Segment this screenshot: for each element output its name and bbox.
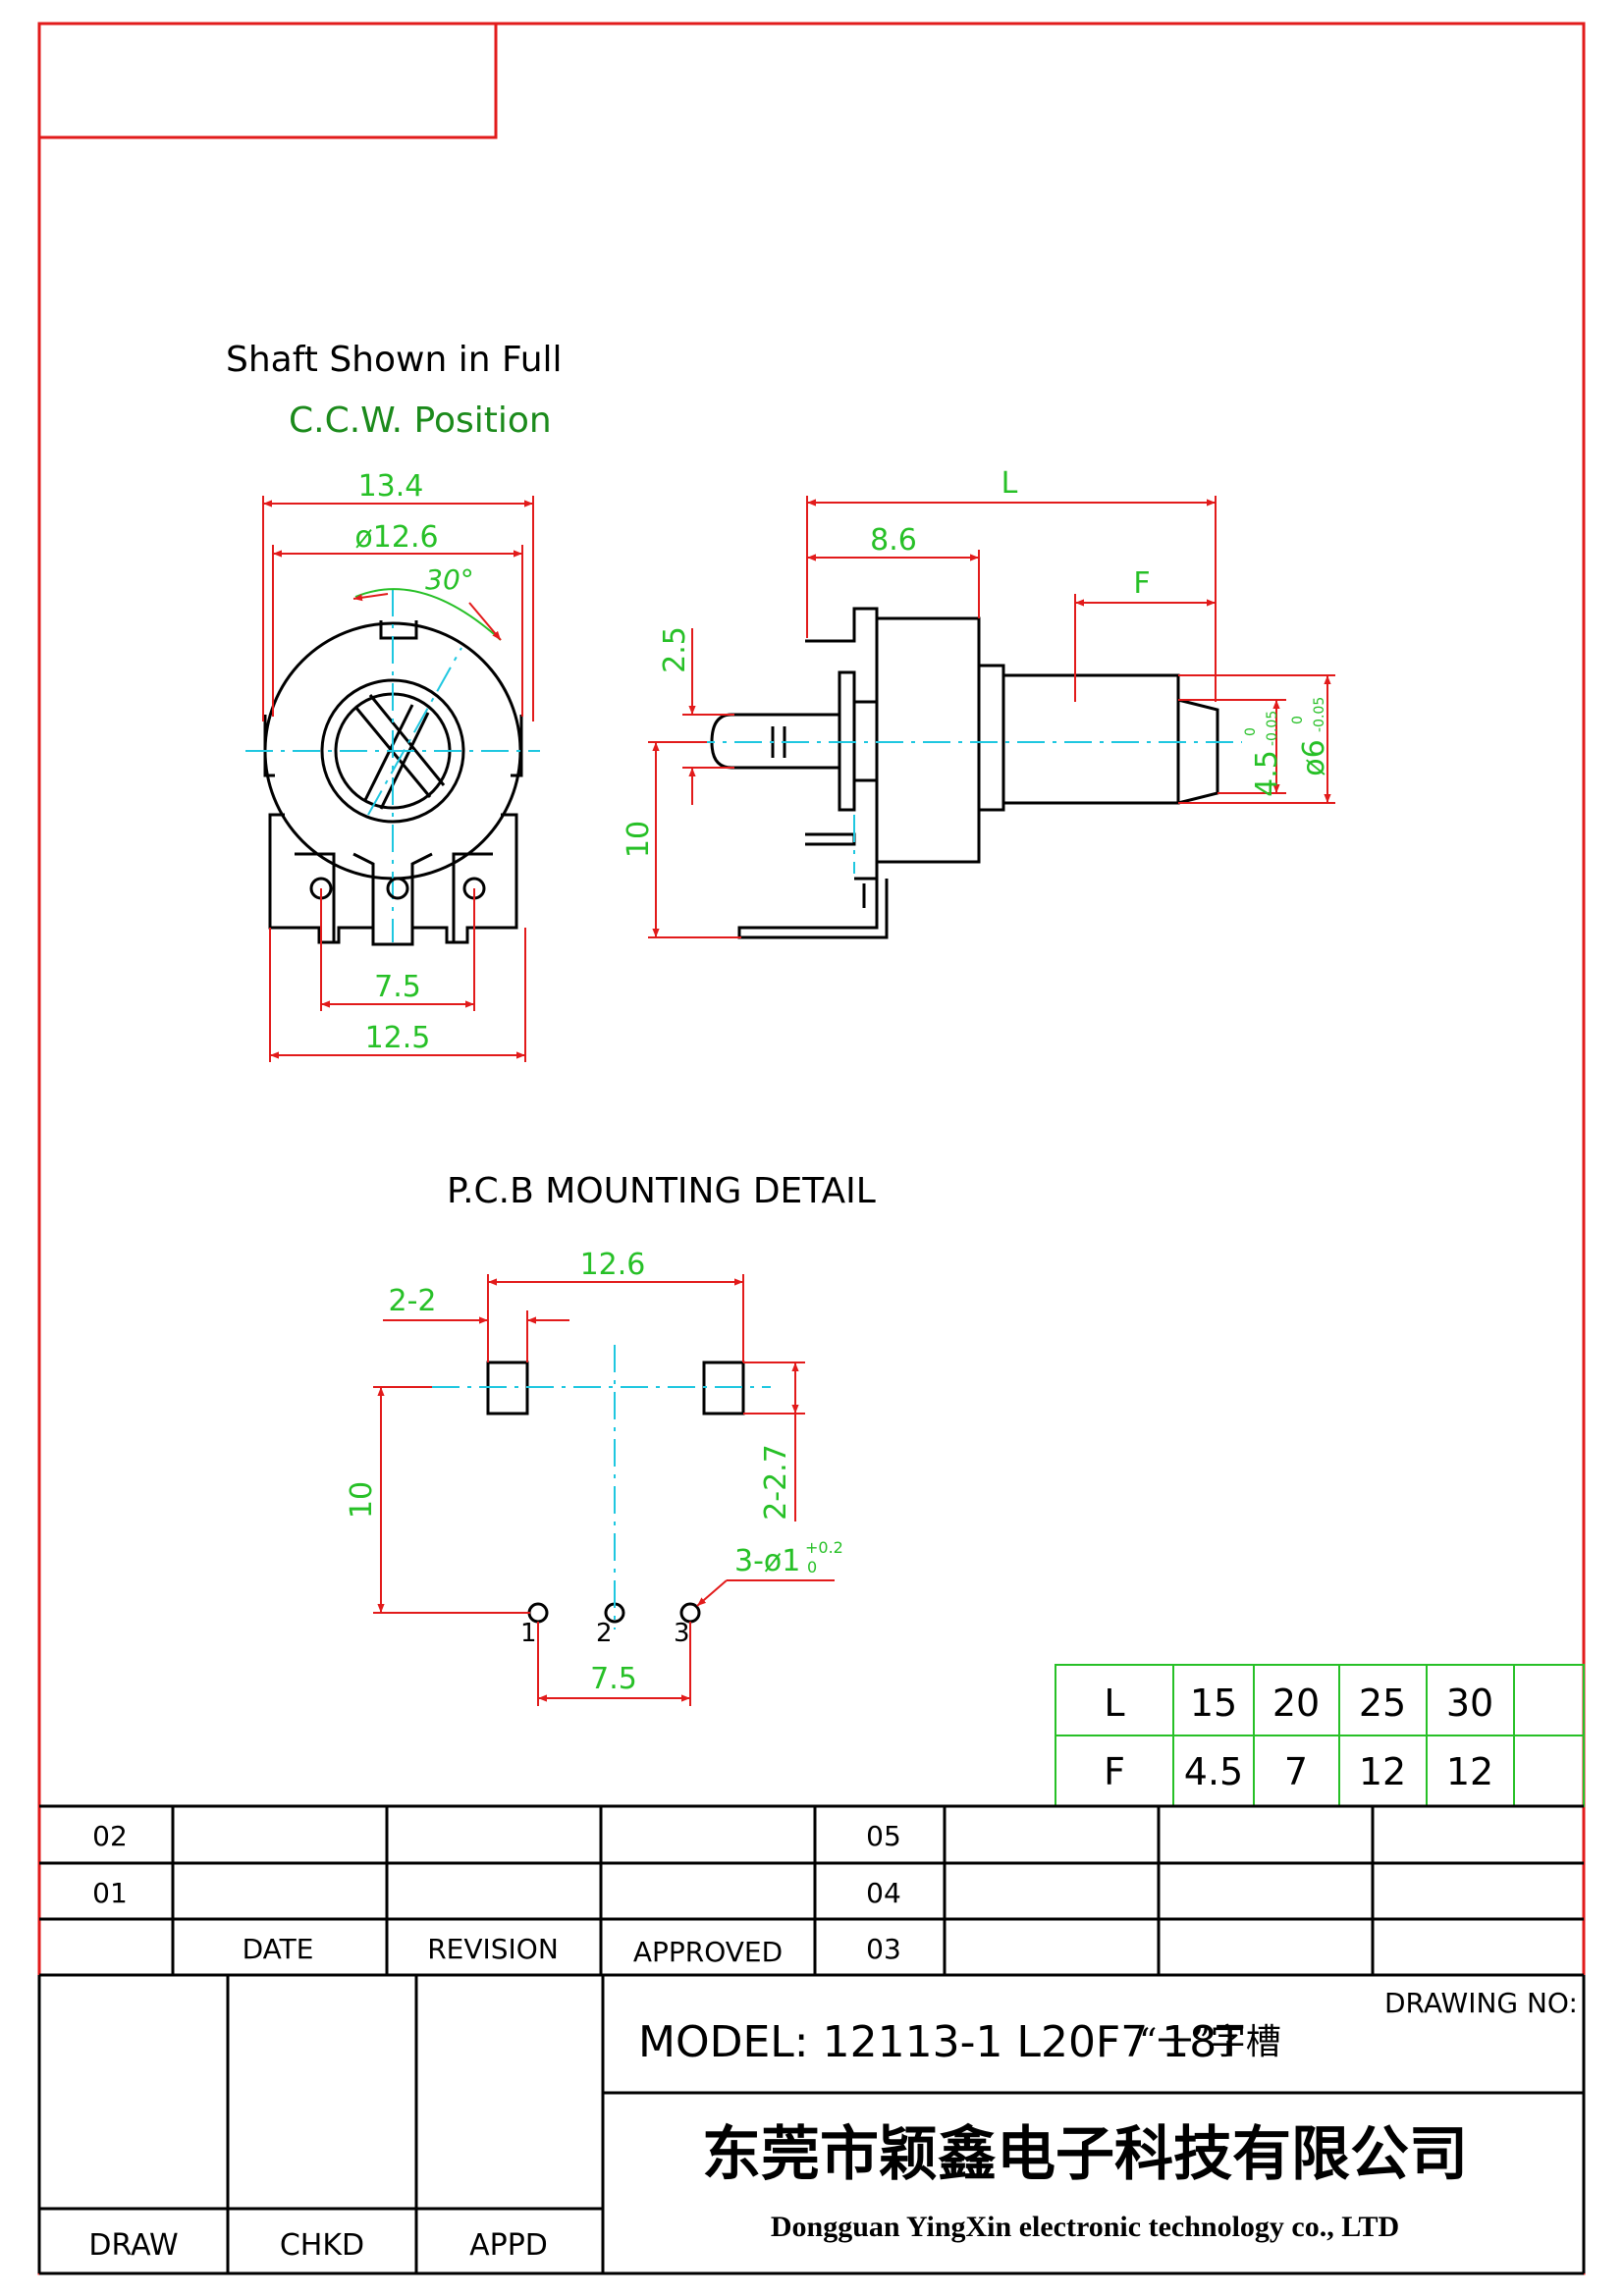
pcb-pin-2: 2	[596, 1619, 613, 1648]
lf-row-F-value-3: 12	[1359, 1750, 1406, 1793]
dim-front-diameter-label: ø12.6	[354, 520, 438, 555]
rev-row-01: 01	[92, 1877, 128, 1909]
sign-draw-label: DRAW	[88, 2228, 178, 2263]
dim-side-25: 2.5	[658, 626, 734, 805]
front-body-outline	[263, 620, 523, 946]
model-text: MODEL: 12113-1 L20F7 18T	[638, 2017, 1243, 2067]
pcb-title: P.C.B MOUNTING DETAIL	[447, 1171, 876, 1211]
dim-front-diameter: ø12.6	[272, 520, 523, 717]
front-centerlines	[245, 589, 540, 942]
front-view: Shaft Shown in Full C.C.W. Position	[226, 340, 563, 1062]
front-title-line2: C.C.W. Position	[289, 400, 552, 441]
rev-header-date: DATE	[243, 1933, 314, 1965]
dim-side-L-label: L	[1001, 466, 1018, 501]
dim-side-86: 8.6	[807, 523, 980, 618]
dim-pcb-holes-tol-lower: 0	[807, 1558, 817, 1576]
rev-header-revision: REVISION	[427, 1933, 559, 1965]
lf-row-F-label: F	[1104, 1750, 1125, 1793]
side-view: L 8.6 F 2.5 10	[622, 466, 1335, 939]
company-name-cn: 东莞市颖鑫电子科技有限公司	[702, 2120, 1468, 2189]
dim-side-10: 10	[622, 741, 741, 938]
dim-side-F-label: F	[1133, 566, 1150, 601]
lf-table: L 15 20 25 30 F 4.5 7 12 12	[1055, 1664, 1585, 1807]
pcb-pin-3: 3	[674, 1619, 690, 1648]
dim-side-45-label: 4.5	[1250, 750, 1284, 797]
title-block: MODEL: 12113-1 L20F7 18T “一”字槽 DRAWING N…	[37, 1975, 1586, 2275]
dim-pcb-10: 10	[345, 1386, 530, 1614]
dim-pcb-22: 2-2	[383, 1284, 569, 1362]
dim-pcb-126-label: 12.6	[580, 1248, 646, 1282]
dim-front-width-label: 13.4	[358, 469, 424, 504]
side-body-outline	[710, 607, 1219, 939]
dim-pcb-holes-label: 3-ø1	[734, 1544, 800, 1578]
dim-side-86-label: 8.6	[870, 523, 917, 558]
rev-header-approved: APPROVED	[633, 1936, 783, 1968]
drawing-no-label: DRAWING NO:	[1384, 1987, 1578, 2019]
dim-front-base: 12.5	[269, 928, 526, 1062]
front-pin-holes	[309, 877, 486, 900]
dim-pcb-75-label: 7.5	[590, 1662, 637, 1696]
company-name-en: Dongguan YingXin electronic technology c…	[771, 2211, 1399, 2243]
rev-row-04: 04	[866, 1877, 901, 1909]
rev-row-03: 03	[866, 1933, 901, 1965]
side-centerlines	[687, 741, 1242, 874]
dim-side-shaft: 4.5 0 -0.05 ø6 0 -0.05	[1178, 674, 1335, 804]
front-title-line1: Shaft Shown in Full	[226, 340, 563, 380]
dim-front-angle-label: 30°	[425, 563, 474, 596]
sign-chkd-label: CHKD	[280, 2228, 364, 2263]
pcb-pin-1: 1	[520, 1619, 537, 1648]
lf-row-F-value-2: 7	[1284, 1750, 1308, 1793]
revision-table: 02 01 DATE REVISION APPROVED 05 04 03	[39, 1804, 1584, 1977]
dim-pcb-227: 2-2.7	[743, 1362, 805, 1522]
sign-appd-label: APPD	[469, 2228, 548, 2263]
dim-side-F: F	[1074, 566, 1216, 702]
dim-pcb-75: 7.5	[537, 1622, 691, 1706]
rev-row-05: 05	[866, 1820, 901, 1852]
dim-front-pitch-label: 7.5	[374, 970, 421, 1004]
rev-row-02: 02	[92, 1820, 128, 1852]
lf-row-L-label: L	[1104, 1682, 1124, 1725]
pcb-centerlines	[432, 1345, 771, 1629]
lf-row-F-value-4: 12	[1446, 1750, 1493, 1793]
dim-side-25-label: 2.5	[658, 626, 692, 673]
dim-front-pitch: 7.5	[320, 888, 475, 1011]
dim-front-angle: 30°	[352, 563, 502, 641]
lf-row-L-value-2: 20	[1272, 1682, 1320, 1725]
dim-front-base-label: 12.5	[365, 1021, 431, 1055]
dim-side-6-tol-lower: -0.05	[1312, 697, 1327, 732]
dim-side-45-tol-lower: -0.05	[1265, 711, 1280, 746]
dim-side-6-tol-upper: 0	[1290, 716, 1306, 724]
dim-front-width: 13.4	[262, 469, 534, 721]
lf-row-L-value-3: 25	[1359, 1682, 1406, 1725]
lf-row-F-value-1: 4.5	[1184, 1750, 1243, 1793]
dim-side-L: L	[806, 466, 1217, 702]
pcb-detail: P.C.B MOUNTING DETAIL 12.6 2-2	[345, 1171, 876, 1706]
dim-side-45-tol-upper: 0	[1243, 727, 1259, 736]
slot-note: “一”字槽	[1139, 2022, 1281, 2062]
lf-row-L-value-4: 30	[1446, 1682, 1493, 1725]
dim-side-10-label: 10	[622, 821, 656, 858]
dim-pcb-22-label: 2-2	[389, 1284, 437, 1318]
lf-row-L-value-1: 15	[1190, 1682, 1237, 1725]
dim-pcb-126: 12.6	[487, 1248, 744, 1362]
dim-side-6-label: ø6	[1297, 739, 1331, 775]
dim-pcb-holes-tol-upper: +0.2	[805, 1538, 843, 1557]
dim-pcb-10-label: 10	[345, 1481, 379, 1519]
dim-pcb-227-label: 2-2.7	[759, 1444, 793, 1521]
dim-pcb-holes: 3-ø1 +0.2 0	[696, 1538, 843, 1607]
